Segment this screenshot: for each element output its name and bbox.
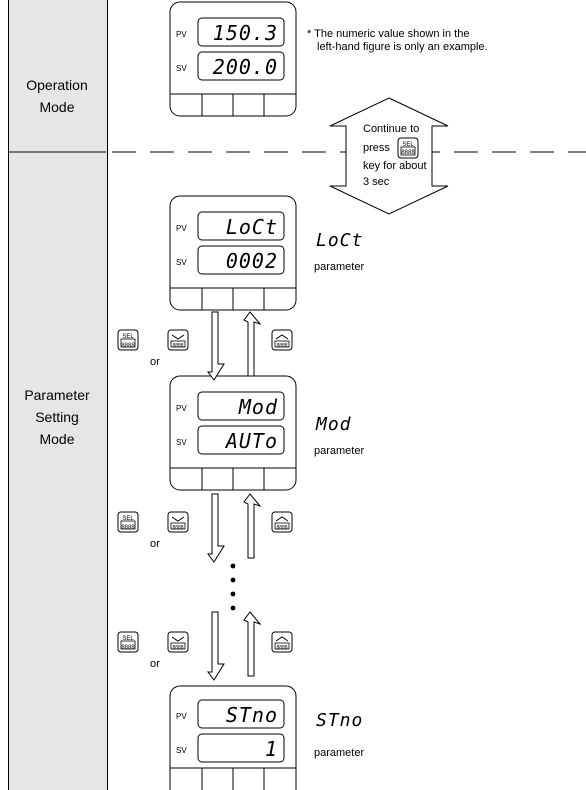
parameter-setting-mode-label: Parameter Setting Mode bbox=[8, 384, 106, 450]
pv-display: Mod bbox=[238, 395, 278, 419]
down-key-icon: 8888 bbox=[167, 631, 189, 653]
param-code-mod: Mod bbox=[315, 414, 352, 435]
sv-indicator: SV bbox=[176, 258, 187, 267]
key-digits-text: 8888 bbox=[276, 343, 287, 349]
sv-display: 0002 bbox=[226, 249, 278, 273]
key-sel-text: SEL bbox=[402, 142, 414, 148]
continue-text-3: key for about bbox=[363, 160, 427, 172]
mode-label-line: Parameter bbox=[24, 387, 90, 403]
sel-key-icon: SEL 8888 bbox=[117, 511, 139, 533]
continue-text-2: press bbox=[363, 142, 390, 154]
mode-column bbox=[8, 0, 108, 790]
mode-label-line: Operation bbox=[26, 77, 88, 93]
ellipsis-dot bbox=[230, 577, 236, 583]
continue-text-4: 3 sec bbox=[363, 176, 390, 188]
controller-display-stno: PV SV STno 1 bbox=[169, 685, 297, 790]
pv-indicator: PV bbox=[176, 224, 187, 233]
key-digits-text: 8888 bbox=[401, 150, 415, 156]
up-arrow bbox=[243, 311, 261, 377]
key-digits-text: 8888 bbox=[276, 525, 287, 531]
sv-indicator: SV bbox=[176, 64, 187, 73]
pv-display: LoCt bbox=[226, 215, 278, 239]
sv-display: 200.0 bbox=[213, 55, 278, 79]
param-label: parameter bbox=[314, 747, 364, 759]
key-digits-text: 8888 bbox=[172, 343, 183, 349]
controller-display-mod: PV SV Mod AUTo bbox=[169, 375, 297, 491]
key-digits-text: 8888 bbox=[121, 525, 135, 531]
sv-indicator: SV bbox=[176, 438, 187, 447]
ellipsis-dot bbox=[230, 591, 236, 597]
key-digits-text: 8888 bbox=[121, 645, 135, 651]
ellipsis-dot bbox=[230, 563, 236, 569]
ellipsis-dot bbox=[230, 605, 236, 611]
pv-indicator: PV bbox=[176, 404, 187, 413]
mode-label-line: Mode bbox=[39, 99, 75, 115]
down-arrow bbox=[207, 611, 225, 681]
sv-display: AUTo bbox=[224, 429, 278, 453]
sel-key-icon: SEL 8888 bbox=[117, 329, 139, 351]
sel-key-icon: SEL 8888 bbox=[117, 631, 139, 653]
controller-display-loct: PV SV LoCt 0002 bbox=[169, 195, 297, 311]
key-sel-text: SEL bbox=[122, 636, 134, 642]
or-label: or bbox=[150, 658, 160, 670]
down-key-icon: 8888 bbox=[167, 511, 189, 533]
param-label: parameter bbox=[314, 445, 364, 457]
key-sel-text: SEL bbox=[122, 334, 134, 340]
up-key-icon: 8888 bbox=[271, 631, 293, 653]
down-arrow bbox=[207, 493, 225, 563]
sv-indicator: SV bbox=[176, 746, 187, 755]
pv-display: 150.3 bbox=[213, 21, 278, 45]
down-key-icon: 8888 bbox=[167, 329, 189, 351]
note-line: left-hand figure is only an example. bbox=[317, 41, 488, 53]
key-digits-text: 8888 bbox=[276, 645, 287, 651]
key-digits-text: 8888 bbox=[121, 343, 135, 349]
continue-text-1: Continue to bbox=[363, 123, 419, 135]
pv-indicator: PV bbox=[176, 712, 187, 721]
up-arrow bbox=[243, 493, 261, 559]
key-digits-text: 8888 bbox=[172, 525, 183, 531]
param-code-loct: LoCt bbox=[316, 230, 363, 251]
key-digits-text: 8888 bbox=[172, 645, 183, 651]
mode-label-line: Mode bbox=[39, 431, 75, 447]
sel-key-icon: SEL 8888 bbox=[397, 137, 419, 159]
or-label: or bbox=[150, 538, 160, 550]
sv-display: 1 bbox=[265, 737, 278, 761]
example-note: * The numeric value shown in the left-ha… bbox=[307, 28, 488, 54]
param-code-stno: STno bbox=[316, 710, 363, 731]
mode-label-line: Setting bbox=[35, 409, 79, 425]
continue-arrow bbox=[329, 97, 449, 215]
up-key-icon: 8888 bbox=[271, 511, 293, 533]
key-sel-text: SEL bbox=[122, 516, 134, 522]
up-key-icon: 8888 bbox=[271, 329, 293, 351]
or-label: or bbox=[150, 356, 160, 368]
operation-mode-label: Operation Mode bbox=[8, 74, 106, 118]
param-label: parameter bbox=[314, 261, 364, 273]
pv-indicator: PV bbox=[176, 30, 187, 39]
up-arrow bbox=[243, 611, 261, 677]
down-arrow bbox=[207, 311, 225, 381]
controller-display-operation: PV SV 150.3 200.0 bbox=[169, 1, 297, 117]
pv-display: STno bbox=[226, 703, 278, 727]
note-line: * The numeric value shown in the bbox=[307, 28, 470, 40]
